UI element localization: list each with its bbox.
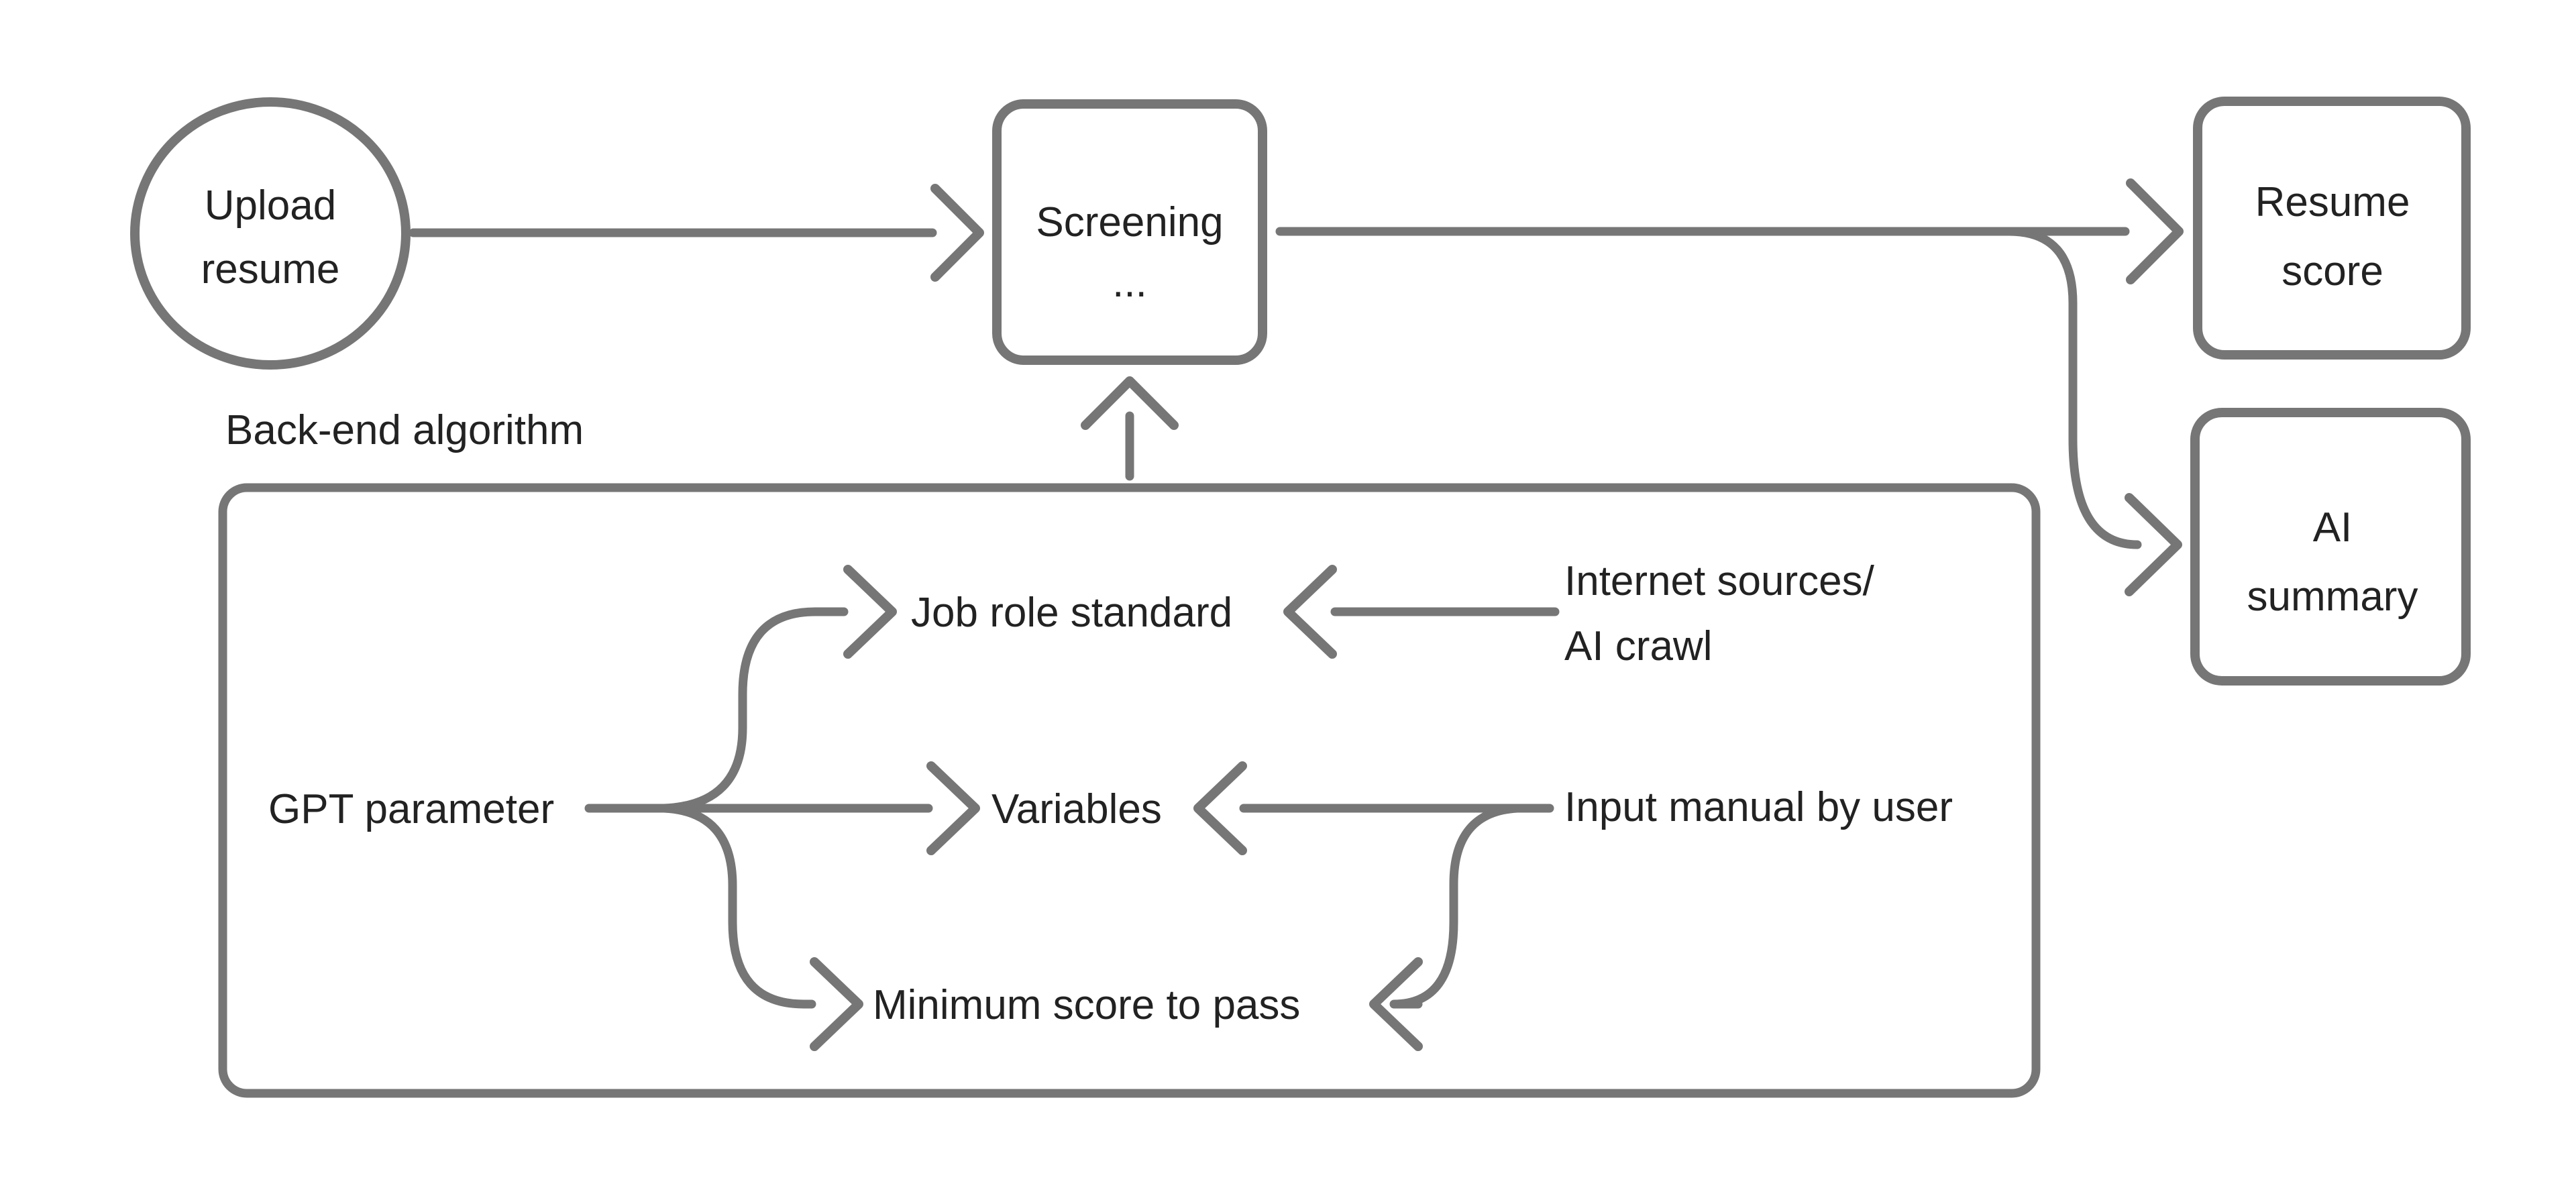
screening-box xyxy=(992,99,1267,365)
arrow-gpt-to-variables-head-icon xyxy=(926,761,980,855)
upload-resume-label-line2: resume xyxy=(201,246,340,292)
curve-screening-to-ai-summary-head-icon xyxy=(2125,493,2182,596)
resume-score-node: Resume score xyxy=(2193,97,2471,360)
resume-score-box xyxy=(2193,97,2471,360)
curve-gpt-to-job-role xyxy=(659,565,897,813)
curve-gpt-to-job-role-shaft xyxy=(659,607,849,813)
arrow-gpt-to-variables xyxy=(584,761,980,855)
curve-gpt-to-job-role-head-icon xyxy=(843,565,897,659)
curve-gpt-to-minimum-score-head-icon xyxy=(810,957,863,1051)
screening-label-ellipsis: ... xyxy=(1112,260,1147,306)
backend-algorithm-label: Back-end algorithm xyxy=(225,407,584,453)
screening-node: Screening ... xyxy=(992,99,1267,365)
upload-resume-ellipse xyxy=(130,97,411,370)
curve-gpt-to-minimum-score-shaft xyxy=(659,804,816,1009)
upload-resume-label-line1: Upload xyxy=(205,182,336,229)
arrow-internet-to-job-role-head-icon xyxy=(1283,565,1337,659)
job-role-standard-label: Job role standard xyxy=(911,590,1232,636)
curve-input-to-minimum-score xyxy=(1369,804,1522,1051)
arrow-screening-to-resume-score xyxy=(1275,178,2184,284)
ai-summary-node: AI summary xyxy=(2190,408,2471,686)
internet-sources-label-line2: AI crawl xyxy=(1564,623,1712,669)
arrow-backend-to-screening xyxy=(1081,376,1179,481)
resume-score-label-line1: Resume xyxy=(2255,179,2410,225)
curve-input-to-minimum-score-shaft xyxy=(1389,804,1522,1009)
arrow-upload-to-screening-head-icon xyxy=(930,184,984,282)
ai-summary-box xyxy=(2190,408,2471,686)
resume-score-label-line2: score xyxy=(2282,248,2383,294)
ai-summary-label-line1: AI xyxy=(2313,504,2353,551)
minimum-score-label: Minimum score to pass xyxy=(873,982,1300,1028)
input-manual-label: Input manual by user xyxy=(1564,784,1953,830)
screening-label-line1: Screening xyxy=(1036,199,1223,245)
variables-label: Variables xyxy=(991,786,1162,832)
gpt-parameter-label: GPT parameter xyxy=(268,786,554,832)
arrow-screening-to-resume-score-head-icon xyxy=(2126,178,2184,284)
arrow-upload-to-screening xyxy=(409,184,984,282)
backend-algorithm-box xyxy=(218,483,2041,1098)
ai-summary-label-line2: summary xyxy=(2247,573,2418,620)
internet-sources-label: Internet sources/ AI crawl xyxy=(1564,558,1875,669)
curve-screening-to-ai-summary xyxy=(2004,227,2182,596)
curve-screening-to-ai-summary-shaft xyxy=(2004,227,2142,549)
upload-resume-node: Upload resume xyxy=(130,97,411,370)
arrow-internet-to-job-role xyxy=(1283,565,1560,659)
arrow-backend-to-screening-head-icon xyxy=(1081,376,1179,430)
curve-gpt-to-minimum-score xyxy=(659,804,863,1051)
arrow-input-to-variables-head-icon xyxy=(1193,761,1247,855)
internet-sources-label-line1: Internet sources/ xyxy=(1564,558,1875,604)
curve-input-to-minimum-score-head-icon xyxy=(1369,957,1423,1051)
